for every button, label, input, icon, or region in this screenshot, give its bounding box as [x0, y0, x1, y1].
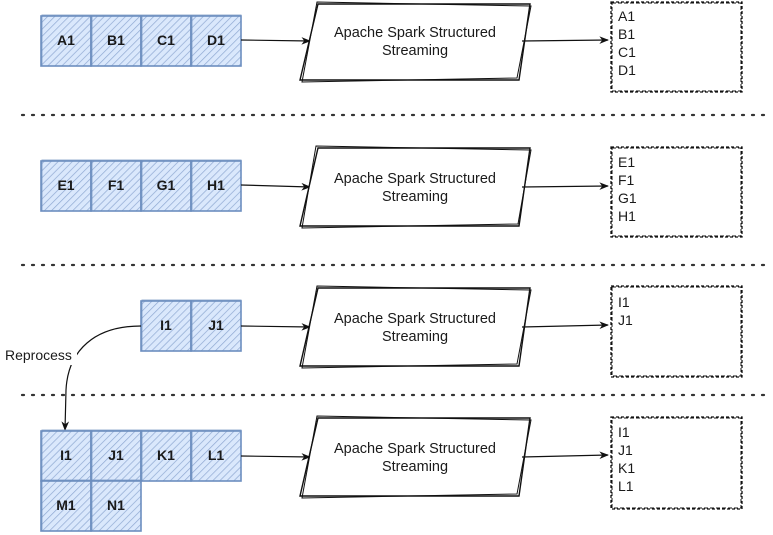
- cell-g1: G1: [140, 159, 192, 212]
- cell-e1: E1: [40, 159, 92, 212]
- row-2: E1 F1 G1 H1 Apache Spark Structured Stre…: [40, 145, 743, 238]
- output-item: I1: [618, 424, 630, 440]
- cell-label: L1: [208, 447, 225, 463]
- output-item: B1: [618, 26, 635, 42]
- cell-label: N1: [107, 497, 125, 513]
- output-item: I1: [618, 294, 630, 310]
- processor-shape: Apache Spark Structured Streaming: [299, 285, 532, 369]
- reprocess-connector: Reprocess: [3, 325, 142, 431]
- cell-i1-reprocessed: I1: [40, 429, 92, 482]
- cell-label: I1: [160, 317, 172, 333]
- row-1: A1 B1 C1 D1 Apache Spark Structured Stre…: [40, 1, 743, 93]
- cell-label: H1: [207, 177, 225, 193]
- arrow-to-processor: [240, 37, 311, 45]
- output-item: G1: [618, 190, 637, 206]
- output-box: I1 J1: [610, 285, 743, 378]
- arrow-to-output: [521, 36, 609, 44]
- arrow-to-processor: [240, 182, 311, 191]
- cell-label: I1: [60, 447, 72, 463]
- output-item: K1: [618, 460, 635, 476]
- output-item: L1: [618, 478, 634, 494]
- cell-label: J1: [108, 447, 124, 463]
- cell-label: B1: [107, 32, 125, 48]
- processor-shape: Apache Spark Structured Streaming: [299, 415, 532, 499]
- processor-label-line2: Streaming: [382, 329, 448, 345]
- output-item: D1: [618, 62, 636, 78]
- arrow-to-output: [521, 321, 609, 330]
- cell-f1: F1: [90, 159, 142, 212]
- output-item: E1: [618, 154, 635, 170]
- cell-c1: C1: [140, 14, 192, 67]
- cell-j1: J1: [190, 299, 242, 352]
- output-box: E1 F1 G1 H1: [610, 146, 743, 238]
- processor-label-line1: Apache Spark Structured: [334, 441, 496, 457]
- processor-label-line1: Apache Spark Structured: [334, 25, 496, 41]
- output-item: J1: [618, 312, 633, 328]
- cell-label: G1: [157, 177, 176, 193]
- output-item: J1: [618, 442, 633, 458]
- output-box: I1 J1 K1 L1: [610, 416, 743, 510]
- cell-j1-reprocessed: J1: [90, 429, 142, 482]
- output-item: H1: [618, 208, 636, 224]
- arrow-to-processor: [240, 323, 311, 331]
- output-item: F1: [618, 172, 635, 188]
- row-3: I1 J1 Apache Spark Structured Streaming …: [140, 285, 743, 378]
- cell-k1: K1: [140, 429, 192, 482]
- cell-label: F1: [108, 177, 125, 193]
- output-box: A1 B1 C1 D1: [610, 1, 743, 93]
- processor-label-line2: Streaming: [382, 189, 448, 205]
- cell-label: E1: [57, 177, 74, 193]
- arrow-to-output: [521, 182, 609, 190]
- processor-label-line2: Streaming: [382, 459, 448, 475]
- cell-a1: A1: [40, 14, 92, 67]
- processor-label-line1: Apache Spark Structured: [334, 171, 496, 187]
- processor-label-line1: Apache Spark Structured: [334, 311, 496, 327]
- cell-i1: I1: [140, 299, 192, 352]
- cell-n1: N1: [90, 479, 142, 532]
- cell-label: K1: [157, 447, 175, 463]
- output-item: A1: [618, 8, 635, 24]
- cell-label: C1: [157, 32, 175, 48]
- arrow-to-processor: [240, 453, 311, 461]
- cell-l1: L1: [190, 429, 242, 482]
- cell-label: M1: [56, 497, 76, 513]
- cell-h1: H1: [190, 159, 242, 212]
- row-4: I1 J1 K1 L1 M1 N1: [40, 415, 743, 532]
- cell-m1: M1: [40, 479, 92, 532]
- cell-label: A1: [57, 32, 75, 48]
- processor-shape: Apache Spark Structured Streaming: [299, 145, 532, 229]
- arrow-to-output: [521, 451, 609, 460]
- cell-b1: B1: [90, 14, 142, 67]
- reprocess-label: Reprocess: [5, 347, 72, 363]
- cell-d1: D1: [190, 14, 242, 67]
- processor-label-line2: Streaming: [382, 43, 448, 59]
- cell-label: J1: [208, 317, 224, 333]
- processor-shape: Apache Spark Structured Streaming: [299, 1, 532, 83]
- cell-label: D1: [207, 32, 225, 48]
- output-item: C1: [618, 44, 636, 60]
